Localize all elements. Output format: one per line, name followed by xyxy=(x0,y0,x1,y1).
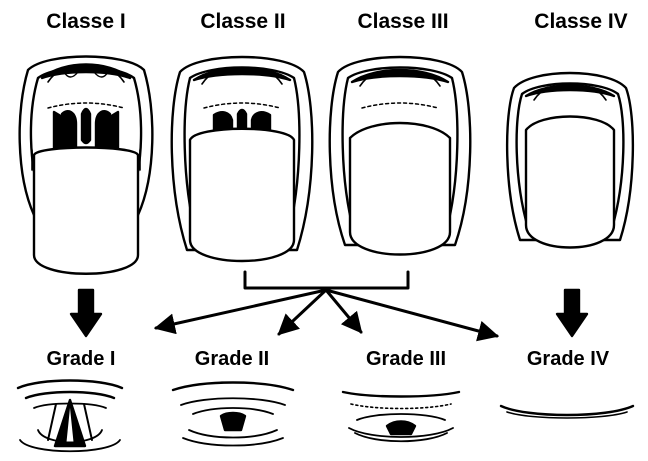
larynx-grade-3 xyxy=(343,392,459,441)
bracket-class2-class3 xyxy=(245,272,408,288)
connector-arrows xyxy=(71,272,587,336)
label-grade-4: Grade IV xyxy=(527,349,609,369)
label-grade-1: Grade I xyxy=(47,349,116,369)
label-class-1: Classe I xyxy=(46,11,125,32)
label-class-3: Classe III xyxy=(357,11,448,32)
label-class-4: Classe IV xyxy=(534,11,627,32)
label-grade-3: Grade III xyxy=(366,349,446,369)
arrow-to-grade4 xyxy=(326,290,497,336)
label-grade-2: Grade II xyxy=(195,349,269,369)
larynx-grade-1 xyxy=(18,381,122,452)
arrow-to-grade1 xyxy=(156,290,326,328)
mouth-class-3 xyxy=(330,57,471,255)
mouth-class-2 xyxy=(172,57,313,261)
larynx-grade-2 xyxy=(173,383,293,446)
arrow-class1-to-grade1 xyxy=(71,290,101,336)
mouth-class-1 xyxy=(20,57,153,274)
mouth-class-4 xyxy=(507,73,633,248)
arrow-to-grade3 xyxy=(326,290,361,332)
arrow-class4-to-grade4 xyxy=(557,290,587,336)
larynx-grade-4 xyxy=(501,406,633,418)
label-class-2: Classe II xyxy=(200,11,285,32)
